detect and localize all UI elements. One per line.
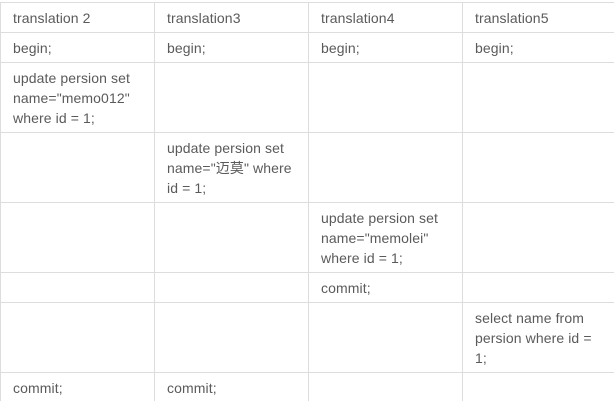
table-row: begin; begin; begin; begin; xyxy=(0,32,614,63)
table-cell xyxy=(308,372,463,401)
table-cell xyxy=(0,132,155,203)
table-cell xyxy=(154,62,309,133)
table-row: commit; xyxy=(0,272,614,303)
table-cell xyxy=(462,272,614,303)
table-row: update persion set name="memolei" where … xyxy=(0,202,614,273)
table-cell: commit; xyxy=(154,372,309,401)
table-cell xyxy=(308,62,463,133)
table-cell: commit; xyxy=(308,272,463,303)
table-cell xyxy=(308,132,463,203)
table-cell xyxy=(154,302,309,373)
table-header-row: translation 2 translation3 translation4 … xyxy=(0,2,614,33)
table-cell xyxy=(154,202,309,273)
table-row: select name from persion where id = 1; xyxy=(0,302,614,373)
table-row: update persion set name="memo012" where … xyxy=(0,62,614,133)
table-cell xyxy=(308,302,463,373)
table-cell xyxy=(154,272,309,303)
table-cell xyxy=(462,202,614,273)
table-cell: update persion set name="memolei" where … xyxy=(308,202,463,273)
table-cell xyxy=(462,62,614,133)
table-cell xyxy=(0,302,155,373)
table-cell: select name from persion where id = 1; xyxy=(462,302,614,373)
table-cell xyxy=(0,272,155,303)
column-header-translation4: translation4 xyxy=(308,2,463,33)
table-cell: commit; xyxy=(0,372,155,401)
table-cell xyxy=(462,132,614,203)
column-header-translation3: translation3 xyxy=(154,2,309,33)
table-cell: begin; xyxy=(0,32,155,63)
table-cell: update persion set name="迈莫" where id = … xyxy=(154,132,309,203)
table-cell: begin; xyxy=(308,32,463,63)
table-row: update persion set name="迈莫" where id = … xyxy=(0,132,614,203)
column-header-translation5: translation5 xyxy=(462,2,614,33)
table-cell xyxy=(0,202,155,273)
column-header-translation2: translation 2 xyxy=(0,2,155,33)
table-cell: begin; xyxy=(462,32,614,63)
table-cell: update persion set name="memo012" where … xyxy=(0,62,155,133)
table-row: commit; commit; xyxy=(0,372,614,401)
table-cell xyxy=(462,372,614,401)
table-cell: begin; xyxy=(154,32,309,63)
